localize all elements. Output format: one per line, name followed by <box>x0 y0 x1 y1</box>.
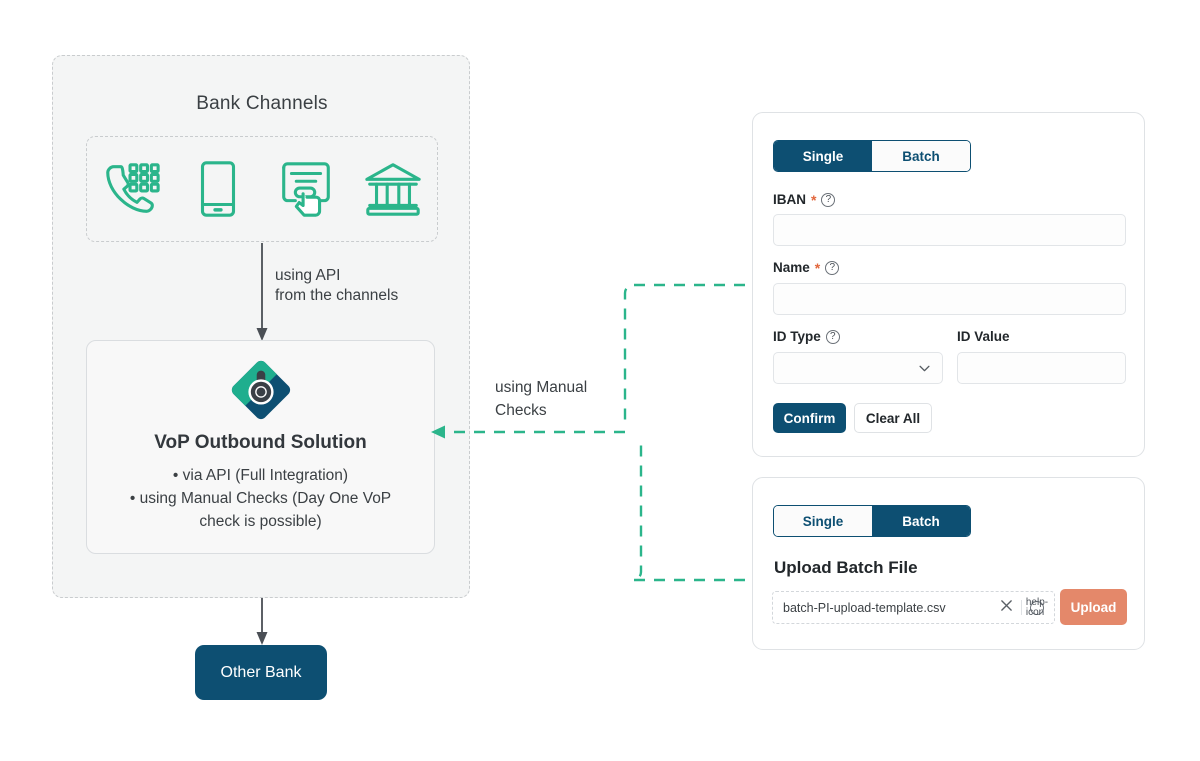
close-icon[interactable] <box>1000 599 1013 617</box>
bank-channels-title: Bank Channels <box>196 93 328 114</box>
vop-bullet-2: check is possible) <box>199 513 322 530</box>
telephone-keypad-icon <box>100 158 162 220</box>
confirm-button[interactable]: Confirm <box>773 403 846 433</box>
bank-building-icon <box>362 158 424 220</box>
upload-batch-file-title: Upload Batch File <box>774 558 918 577</box>
confirm-button-label: Confirm <box>783 410 836 426</box>
help-icon[interactable]: ? <box>825 329 840 344</box>
vop-outbound-solution-card: VoP Outbound Solution • via API (Full In… <box>86 340 435 554</box>
batch-panel-tabs: Single Batch <box>773 505 971 537</box>
tab-single-label: Single <box>802 513 844 529</box>
name-required-mark: * <box>814 259 821 276</box>
help-icon[interactable]: help-icon <box>1025 596 1049 618</box>
file-name-label: batch-PI-upload-template.csv <box>783 600 946 615</box>
tab-single-label: Single <box>802 148 844 164</box>
online-click-screen-icon <box>275 158 337 220</box>
vop-diamond-logo <box>87 359 434 426</box>
single-check-panel: Single Batch IBAN * ? Name * ? ID Type ? <box>752 112 1145 457</box>
single-panel-tabs: Single Batch <box>773 140 971 172</box>
iban-label: IBAN * ? <box>773 191 836 208</box>
api-connector-label: using API from the channels <box>275 267 399 304</box>
help-icon[interactable]: ? <box>825 260 840 275</box>
id-type-label: ID Type ? <box>773 329 840 344</box>
tab-single[interactable]: Single <box>774 506 872 536</box>
manual-checks-connector-label: using Manual Checks <box>495 379 588 419</box>
tab-batch[interactable]: Batch <box>872 141 970 171</box>
tab-batch-label: Batch <box>902 513 940 529</box>
name-input[interactable] <box>773 283 1126 315</box>
vop-bullets: • via API (Full Integration) • using Man… <box>103 464 418 533</box>
tab-batch-label: Batch <box>902 148 940 164</box>
iban-required-mark: * <box>811 191 817 208</box>
upload-button-label: Upload <box>1070 599 1117 615</box>
id-value-label: ID Value <box>957 329 1010 344</box>
other-bank-node: Other Bank <box>195 645 327 700</box>
channel-icons-group <box>86 136 438 242</box>
help-icon[interactable]: ? <box>821 192 836 207</box>
tab-batch[interactable]: Batch <box>872 506 970 536</box>
clear-all-button[interactable]: Clear All <box>854 403 932 433</box>
upload-button[interactable]: Upload <box>1060 589 1127 625</box>
name-label: Name * ? <box>773 259 840 276</box>
chip-divider <box>1021 600 1022 615</box>
vop-title: VoP Outbound Solution <box>154 432 367 453</box>
file-chip[interactable]: batch-PI-upload-template.csv help-icon <box>772 591 1055 624</box>
other-bank-label: Other Bank <box>220 663 302 681</box>
mobile-phone-icon <box>187 158 249 220</box>
id-value-input[interactable] <box>957 352 1126 384</box>
id-type-select[interactable] <box>773 352 943 384</box>
batch-upload-panel: Single Batch Upload Batch File batch-PI-… <box>752 477 1145 650</box>
iban-input[interactable] <box>773 214 1126 246</box>
clear-all-button-label: Clear All <box>865 410 921 426</box>
tab-single[interactable]: Single <box>774 141 872 171</box>
vop-bullet-0: • via API (Full Integration) <box>172 467 349 484</box>
vop-bullet-1: • using Manual Checks (Day One VoP <box>129 490 392 507</box>
